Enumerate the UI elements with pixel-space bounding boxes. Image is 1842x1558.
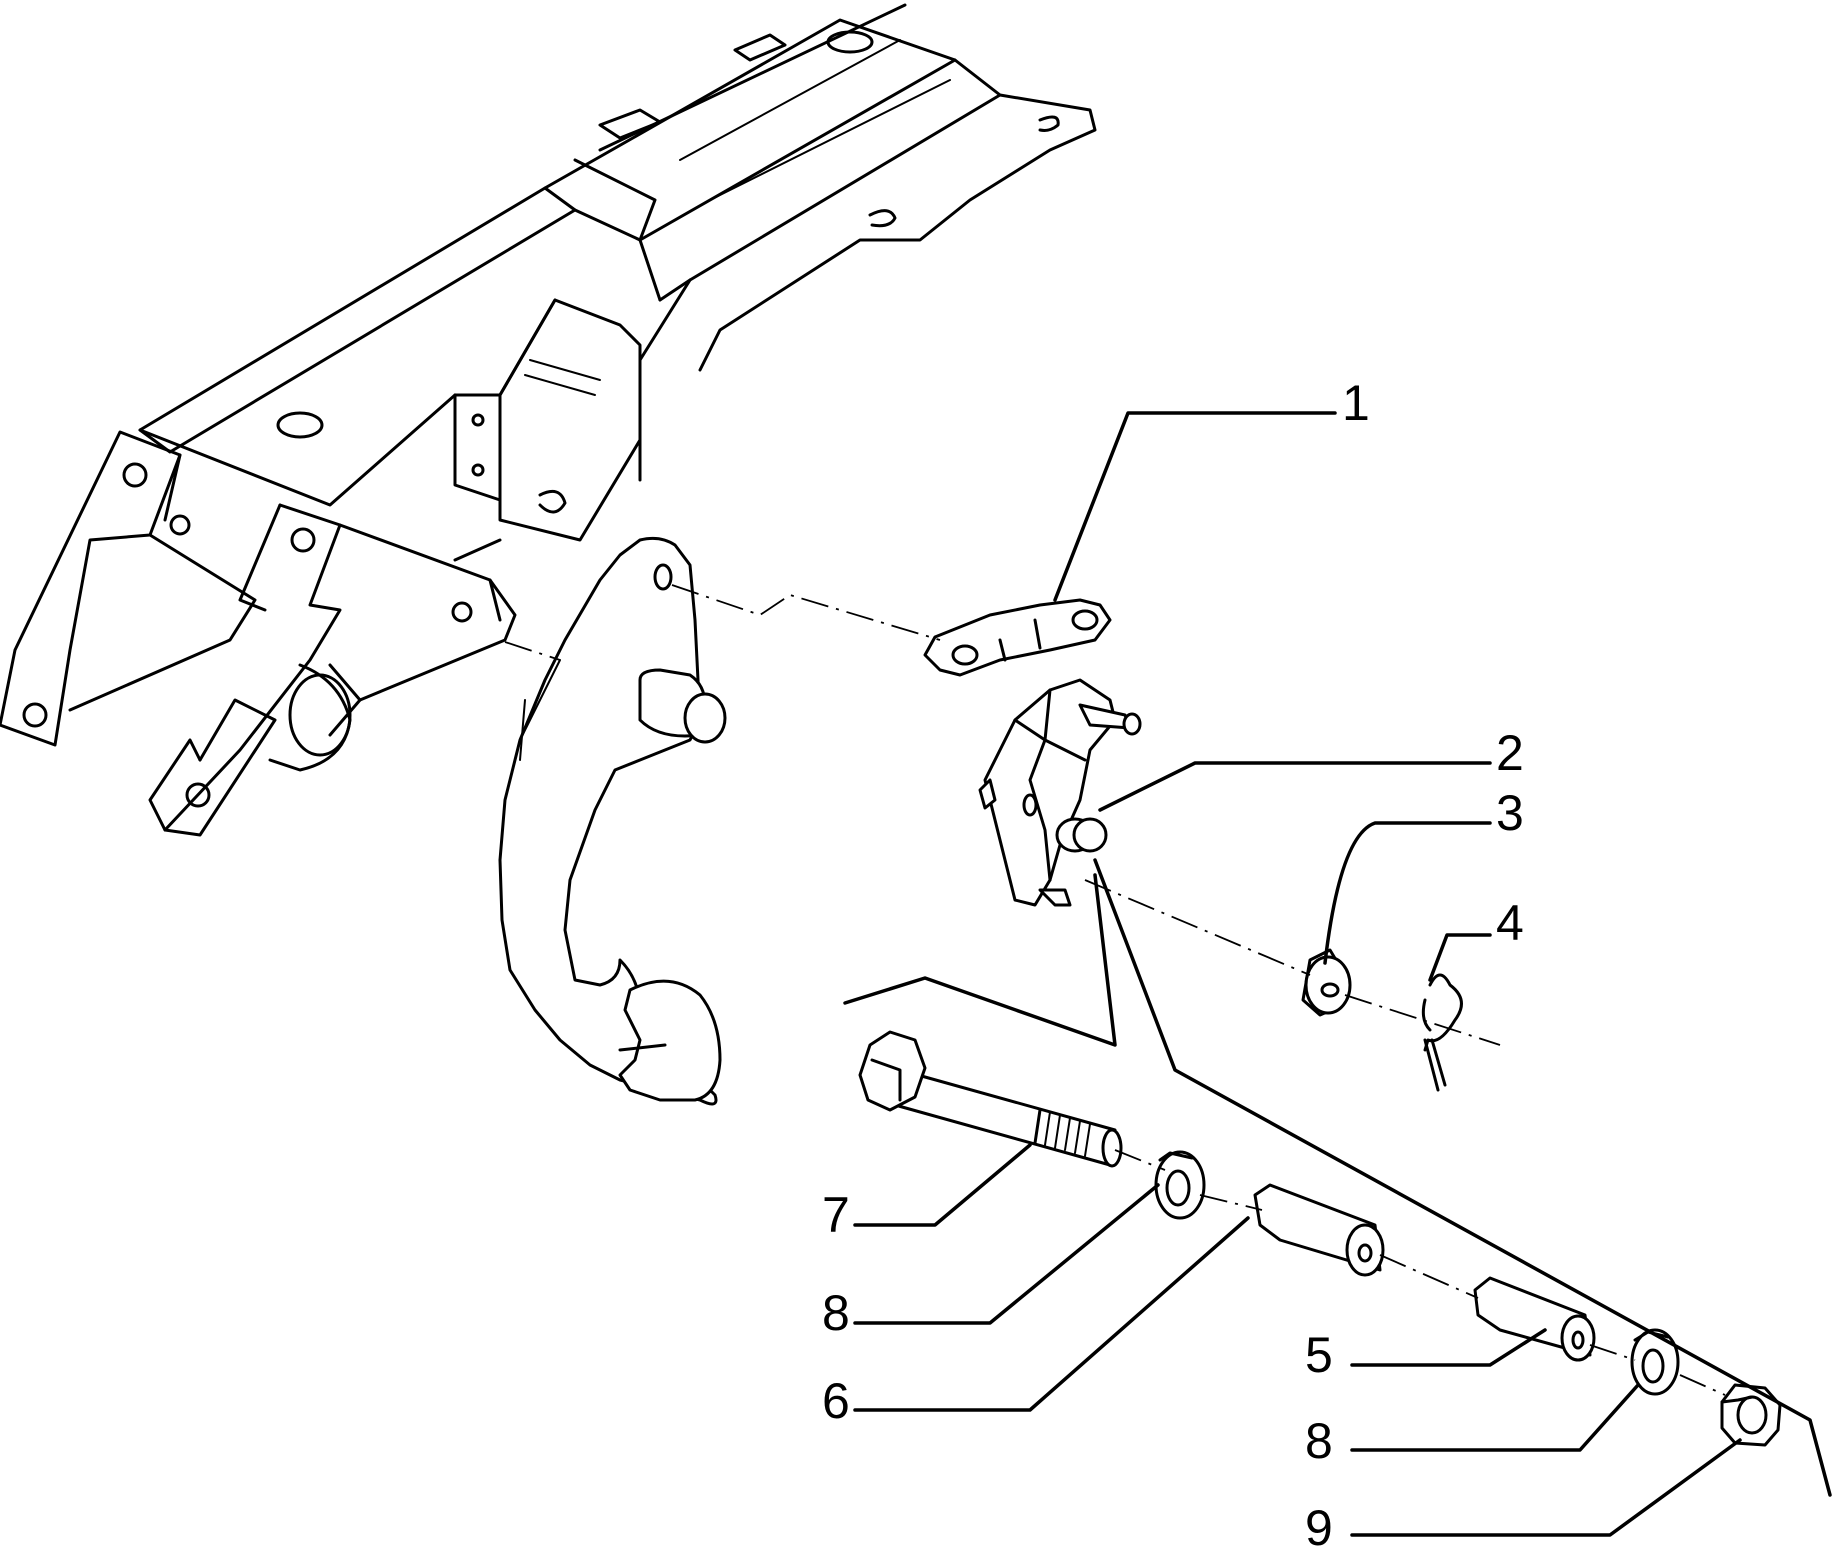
pedal-arm (498, 536, 727, 1106)
part-3-bushing (1301, 948, 1352, 1017)
callout-8b: 8 (1305, 1413, 1333, 1469)
leader-8b (1350, 1383, 1640, 1452)
pedal-support-bracket (0, 3, 1097, 837)
part-8-washer-b (1630, 1328, 1680, 1396)
callout-7: 7 (822, 1187, 850, 1243)
leader-2 (1098, 761, 1492, 812)
assembly-axis-lines (504, 584, 1726, 1396)
callout-5: 5 (1305, 1327, 1333, 1383)
part-4-split-pin (1421, 973, 1463, 1092)
part-6-long-spacer (1253, 1183, 1385, 1277)
leader-3 (1323, 821, 1492, 965)
leader-1 (1053, 411, 1337, 602)
part-1-link-rod (923, 598, 1112, 677)
leader-7 (853, 1143, 1032, 1227)
part-7-bolt (858, 1030, 1123, 1168)
leader-4 (1428, 933, 1492, 982)
part-5-short-spacer (1473, 1276, 1596, 1362)
group-bracket-line-long (1093, 858, 1832, 1497)
group-bracket-line (843, 873, 1117, 1047)
callout-3: 3 (1496, 785, 1524, 841)
callout-8a: 8 (822, 1285, 850, 1341)
leader-5 (1350, 1328, 1547, 1367)
leader-lines (843, 411, 1832, 1537)
callout-9: 9 (1305, 1500, 1333, 1556)
leader-6 (853, 1216, 1250, 1412)
leader-9 (1350, 1438, 1742, 1537)
callout-labels: 1 2 3 4 5 6 7 8 8 9 (822, 375, 1524, 1556)
part-8-washer-a (1154, 1150, 1206, 1220)
part-2-lever-bracket (978, 678, 1142, 907)
part-9-nut (1720, 1383, 1782, 1447)
leader-8a (853, 1183, 1160, 1325)
callout-1: 1 (1342, 375, 1370, 431)
callout-6: 6 (822, 1373, 850, 1429)
callout-2: 2 (1496, 725, 1524, 781)
callout-4: 4 (1496, 895, 1524, 951)
